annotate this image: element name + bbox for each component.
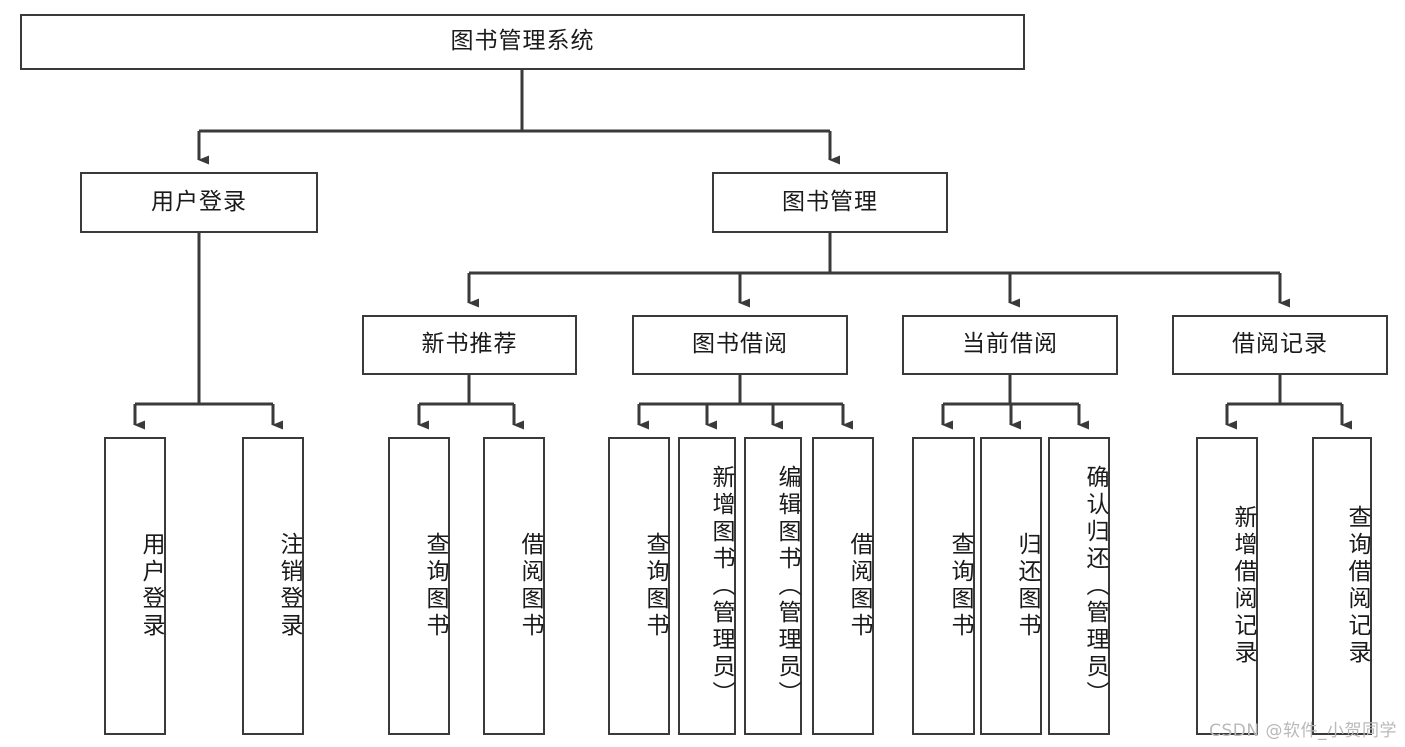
node-leaf-borrow-book-label: 借阅图书: [846, 532, 872, 640]
node-leaf-logout-label: 注销登录: [276, 532, 302, 640]
node-book-manage-label: 图书管理: [782, 188, 878, 215]
node-leaf-borrow-book-recommend-label: 借阅图书: [517, 532, 543, 640]
node-leaf-user-login-label: 用户登录: [138, 532, 164, 640]
node-new-book-recommend[interactable]: 新书推荐: [362, 315, 577, 375]
node-leaf-add-book-admin-label: 新增图书（管理员）: [708, 464, 734, 708]
node-leaf-query-book-current-label: 查询图书: [947, 532, 973, 640]
node-root-label: 图书管理系统: [450, 28, 595, 55]
node-leaf-query-book-recommend[interactable]: 查询图书: [388, 437, 450, 735]
node-leaf-edit-book-admin[interactable]: 编辑图书（管理员）: [744, 437, 802, 735]
csdn-watermark: CSDN @软件_小贺同学: [1209, 721, 1397, 741]
node-leaf-confirm-return-admin-label: 确认归还（管理员）: [1082, 464, 1108, 708]
node-leaf-user-login[interactable]: 用户登录: [104, 437, 166, 735]
node-new-book-recommend-label: 新书推荐: [421, 331, 518, 358]
node-user-login-label: 用户登录: [151, 188, 247, 215]
node-leaf-query-book-borrow-label: 查询图书: [642, 532, 668, 640]
node-borrow-record-label: 借阅记录: [1232, 331, 1328, 358]
node-book-borrow[interactable]: 图书借阅: [632, 315, 848, 375]
node-leaf-add-book-admin[interactable]: 新增图书（管理员）: [678, 437, 736, 735]
node-leaf-return-book-label: 归还图书: [1014, 532, 1040, 640]
node-leaf-borrow-book[interactable]: 借阅图书: [812, 437, 874, 735]
node-leaf-query-book-borrow[interactable]: 查询图书: [608, 437, 670, 735]
node-leaf-return-book[interactable]: 归还图书: [980, 437, 1042, 735]
node-leaf-add-borrow-record-label: 新增借阅记录: [1230, 505, 1256, 667]
node-root[interactable]: 图书管理系统: [20, 14, 1025, 70]
node-leaf-query-book-current[interactable]: 查询图书: [912, 437, 975, 735]
node-leaf-query-borrow-record[interactable]: 查询借阅记录: [1312, 437, 1372, 735]
node-leaf-add-borrow-record[interactable]: 新增借阅记录: [1196, 437, 1258, 735]
node-book-manage[interactable]: 图书管理: [712, 172, 948, 233]
node-leaf-confirm-return-admin[interactable]: 确认归还（管理员）: [1048, 437, 1110, 735]
node-current-borrow-label: 当前借阅: [962, 331, 1058, 358]
node-book-borrow-label: 图书借阅: [692, 331, 788, 358]
node-leaf-logout[interactable]: 注销登录: [242, 437, 304, 735]
node-borrow-record[interactable]: 借阅记录: [1172, 315, 1388, 375]
node-leaf-query-borrow-record-label: 查询借阅记录: [1344, 505, 1370, 667]
node-user-login[interactable]: 用户登录: [80, 172, 318, 233]
node-leaf-edit-book-admin-label: 编辑图书（管理员）: [774, 464, 800, 708]
node-leaf-borrow-book-recommend[interactable]: 借阅图书: [483, 437, 545, 735]
node-leaf-query-book-recommend-label: 查询图书: [422, 532, 448, 640]
node-current-borrow[interactable]: 当前借阅: [902, 315, 1118, 375]
